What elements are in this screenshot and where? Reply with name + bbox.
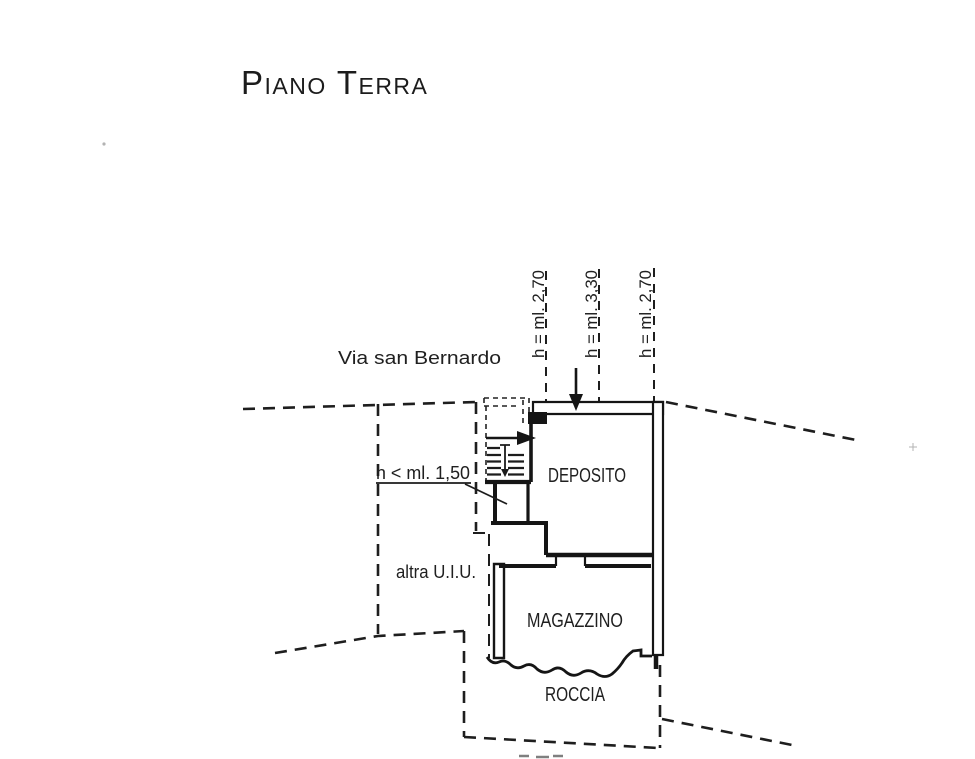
room-label-deposito: DEPOSITO bbox=[548, 465, 626, 487]
room-label-roccia: ROCCIA bbox=[545, 684, 605, 706]
rock-edge-line bbox=[485, 648, 652, 678]
boundary-line-diagonal-top-right bbox=[665, 400, 857, 442]
wall-magazzino-left-band bbox=[492, 562, 506, 660]
stairs bbox=[487, 444, 524, 477]
room-label-magazzino: MAGAZZINO bbox=[527, 610, 623, 632]
side-entrance-arrow-head bbox=[517, 431, 536, 445]
boundary-line-diagonal-bottom-right bbox=[661, 717, 798, 748]
height-label-left: h = ml. 2,70 bbox=[529, 270, 548, 358]
stair-direction-arrow-shaft bbox=[500, 444, 510, 471]
wall-corner-block bbox=[528, 412, 547, 424]
height-label-right: h = ml. 2,70 bbox=[636, 270, 655, 358]
low-height-leader-line bbox=[464, 483, 508, 505]
low-height-leader bbox=[376, 482, 508, 505]
boundary-line-upper-left bbox=[242, 400, 477, 411]
street-label: Via san Bernardo bbox=[338, 348, 501, 368]
stairwell-dashed-outline bbox=[483, 397, 530, 481]
stair-direction-arrow-head bbox=[501, 469, 509, 477]
height-label-center: h = ml. 3,30 bbox=[582, 270, 601, 358]
parcel-boundary-dashed-lines bbox=[242, 400, 857, 750]
stair-treads bbox=[487, 446, 524, 476]
other-unit-label: altra U.I.U. bbox=[396, 562, 476, 582]
boundary-line-diagonal-left bbox=[274, 629, 465, 655]
entrance-arrows bbox=[486, 368, 583, 445]
boundary-line-bottom bbox=[463, 735, 659, 750]
height-reference-dashed-lines bbox=[545, 268, 655, 401]
wall-right-band bbox=[651, 400, 665, 657]
wall-top-band bbox=[531, 400, 665, 416]
stair-outline-top bbox=[483, 397, 530, 424]
page-title: Piano Terra bbox=[241, 64, 429, 101]
top-entrance-arrow-head bbox=[569, 394, 583, 411]
scan-artifacts bbox=[102, 142, 917, 759]
scan-speck-left bbox=[102, 142, 106, 146]
low-height-label: h < ml. 1,50 bbox=[376, 463, 470, 483]
cutoff-marks-bottom bbox=[519, 754, 563, 759]
scan-speck-right bbox=[909, 443, 917, 451]
building-walls bbox=[485, 400, 665, 678]
